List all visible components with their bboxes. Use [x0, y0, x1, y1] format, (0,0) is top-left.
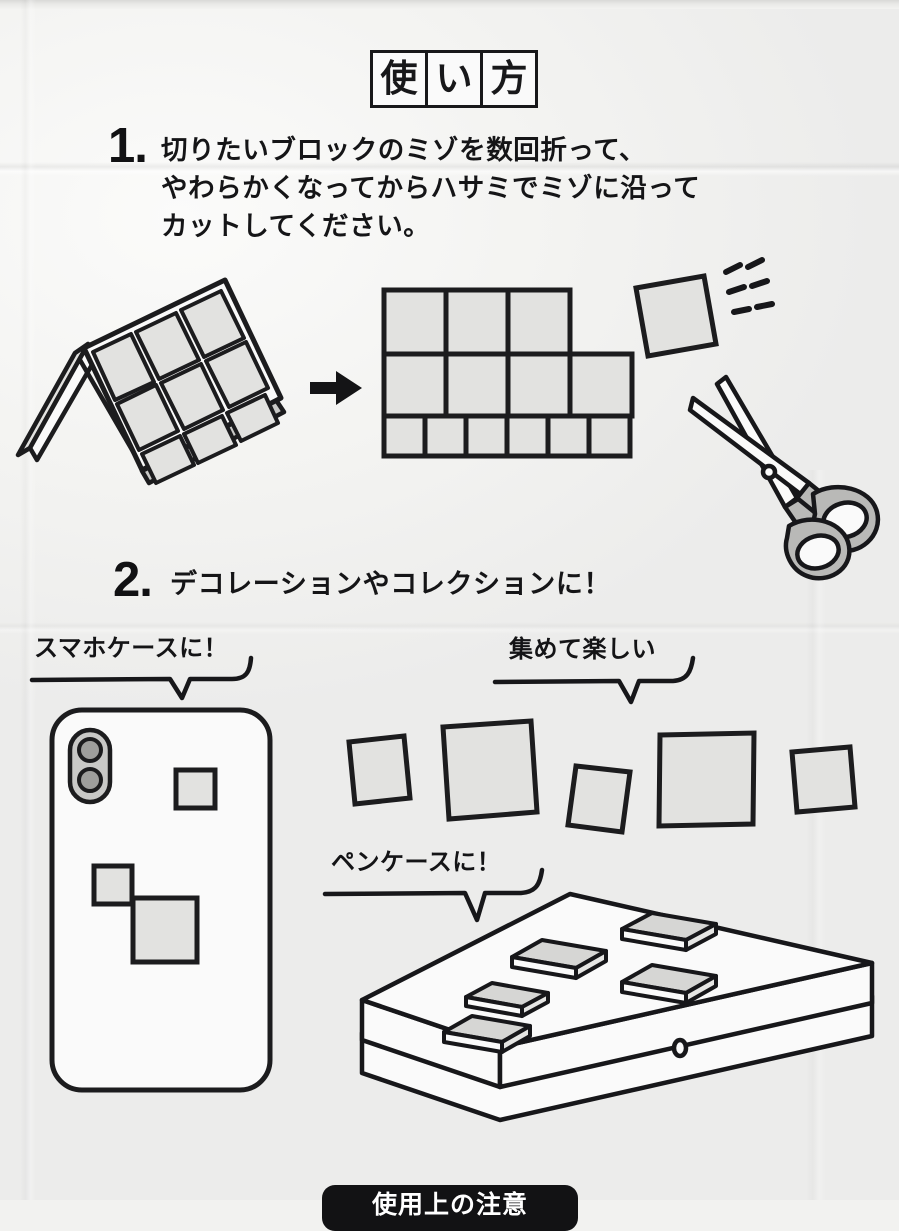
flat-block-sheet-illustration [381, 287, 682, 484]
title-char-3: 方 [490, 57, 528, 100]
step-1-line-1: 切りたいブロックのミゾを数回折って、 [161, 135, 647, 166]
paper-crease-vertical-1 [20, 0, 36, 1200]
bottom-banner-label: 使用上の注意 [371, 1190, 528, 1219]
smartphone-case-illustration [48, 706, 288, 1106]
bottom-banner: 使用上の注意 [322, 1185, 578, 1231]
step-1-line-2: やわらかくなってからハサミでミゾに沿って [161, 173, 701, 205]
title-char-2: い [428, 53, 483, 105]
title-char-1: 使 [373, 53, 428, 105]
step-1-text: 切りたいブロックのミゾを数回折って、 やわらかくなってからハサミでミゾに沿って … [161, 132, 861, 246]
step-1-number: 1. [108, 119, 148, 173]
step-1-line-3: カットしてください。 [161, 211, 431, 243]
callout-collect-label: 集めて楽しい [509, 635, 656, 663]
motion-lines [723, 257, 775, 315]
callout-phone-case-label: スマホケースに！ [34, 634, 229, 662]
scissors-illustration [685, 370, 885, 581]
step-2-number: 2. [113, 553, 153, 607]
scattered-blocks-illustration [345, 712, 858, 837]
right-arrow-icon [308, 366, 364, 410]
page-title: 使 い 方 [370, 50, 538, 108]
cut-out-block-illustration [630, 256, 790, 386]
step-2-line-1: デコレーションやコレクションに！ [170, 569, 612, 600]
step-2-text: デコレーションやコレクションに！ [170, 566, 870, 605]
pen-case-illustration [352, 888, 892, 1123]
folded-block-sheet-illustration [15, 277, 308, 528]
paper-top-edge [0, 0, 899, 9]
callout-pen-case-label: ペンケースに！ [331, 848, 502, 876]
